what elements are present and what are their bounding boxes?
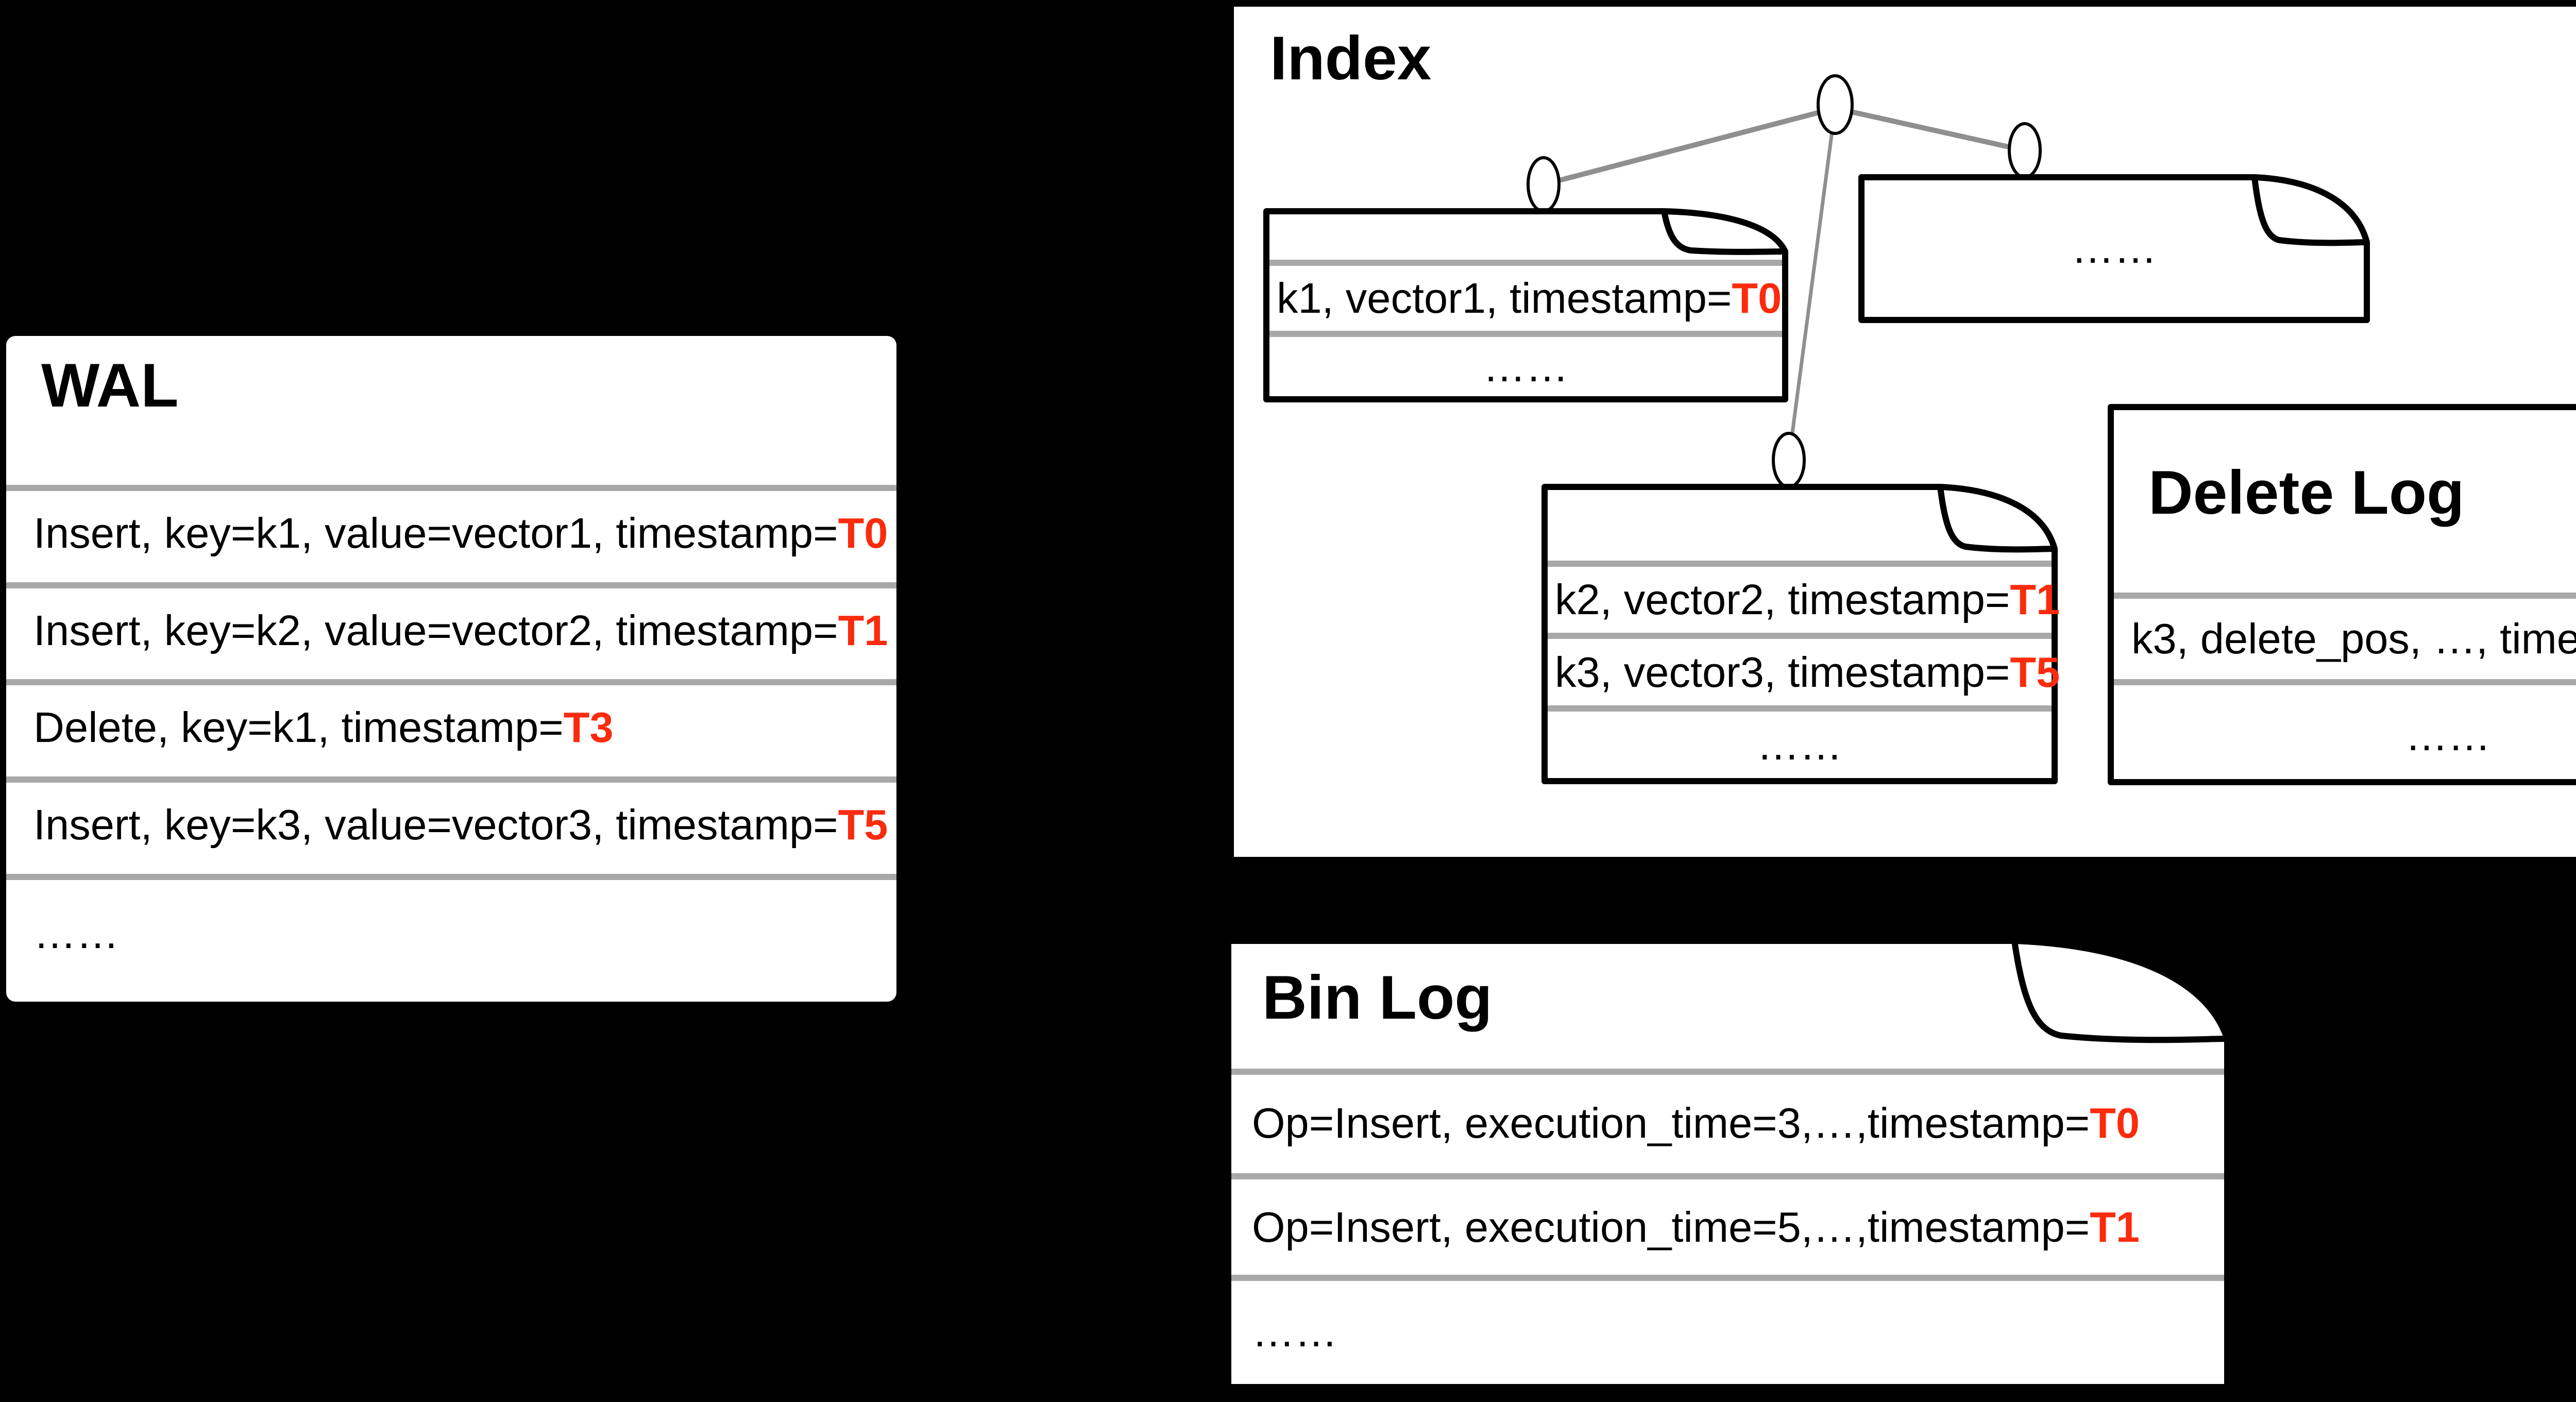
- tree-edge: [1543, 106, 1836, 187]
- row-separator: [1231, 1173, 2224, 1179]
- tree-root-node: [1817, 74, 1854, 135]
- delete-log-title: Delete Log: [2148, 458, 2465, 527]
- tree-edge: [1834, 106, 2026, 153]
- segment-row-text: ……: [2071, 224, 2157, 272]
- wal-row-text: ……: [33, 909, 119, 957]
- bin-log-title: Bin Log: [1262, 963, 1493, 1032]
- segment-ellipsis-row: ……: [1545, 714, 2055, 776]
- segment-row-text: k3, vector3, timestamp=: [1555, 648, 2010, 696]
- row-separator: [1548, 561, 2052, 567]
- timestamp-value: T5: [2010, 648, 2060, 696]
- delete-log-row: k3, delete_pos, …, timestamp=T3: [2131, 608, 2576, 670]
- row-separator: [6, 776, 896, 783]
- timestamp-value: T0: [1732, 274, 1782, 322]
- segment-row-text: k2, vector2, timestamp=: [1555, 576, 2010, 623]
- wal-row-text: Insert, key=k1, value=vector1, timestamp…: [33, 509, 838, 557]
- page-curl-icon: [1661, 208, 1788, 255]
- segment-ellipsis-row: ……: [1861, 217, 2367, 279]
- timestamp-value: T1: [838, 606, 888, 654]
- page-curl-icon: [2011, 938, 2230, 1043]
- wal-row: Insert, key=k2, value=vector2, timestamp…: [33, 600, 888, 662]
- tree-edge: [1787, 108, 1837, 461]
- row-separator: [1548, 633, 2052, 639]
- timestamp-value: T0: [838, 509, 888, 557]
- timestamp-value: T3: [563, 703, 614, 751]
- tree-node: [1527, 156, 1561, 213]
- row-separator: [6, 582, 896, 588]
- row-separator: [6, 874, 896, 880]
- tree-node: [1772, 432, 1806, 488]
- row-separator: [1269, 260, 1782, 266]
- tree-node: [2008, 122, 2042, 179]
- row-separator: [1269, 331, 1782, 337]
- row-separator: [1231, 1069, 2224, 1075]
- row-separator: [1548, 705, 2052, 712]
- row-separator: [2114, 679, 2576, 685]
- segment-row-text: ……: [1483, 343, 1569, 391]
- wal-row: Insert, key=k1, value=vector1, timestamp…: [33, 502, 888, 564]
- row-separator: [2114, 593, 2576, 599]
- wal-row-text: Insert, key=k2, value=vector2, timestamp…: [33, 606, 838, 654]
- row-separator: [1231, 1275, 2224, 1281]
- page-curl-icon: [1937, 484, 2058, 553]
- wal-row: Delete, key=k1, timestamp=T3: [33, 697, 878, 758]
- page-curl-icon: [2251, 174, 2370, 246]
- bin-log-row: Op=Insert, execution_time=3,…,timestamp=…: [1252, 1092, 2215, 1154]
- wal-title: WAL: [41, 351, 179, 420]
- timestamp-value: T1: [2010, 576, 2060, 623]
- index-title: Index: [1270, 24, 1432, 93]
- wal-ellipsis-row: ……: [33, 903, 878, 965]
- segment-ellipsis-row: ……: [1266, 336, 1785, 398]
- bin-log-ellipsis-row: ……: [1252, 1301, 2215, 1363]
- timestamp-value: T5: [838, 801, 888, 849]
- wal-row-text: Insert, key=k3, value=vector3, timestamp…: [33, 801, 838, 849]
- segment-row: k1, vector1, timestamp=T0: [1277, 267, 1782, 329]
- wal-row: Insert, key=k3, value=vector3, timestamp…: [33, 794, 888, 856]
- segment-row-text: ……: [1757, 721, 1842, 769]
- wal-panel: [6, 336, 896, 1002]
- bin-log-row-text: ……: [1252, 1308, 1337, 1356]
- timestamp-value: T1: [2090, 1203, 2140, 1251]
- segment-row: k2, vector2, timestamp=T1: [1555, 569, 2060, 631]
- bin-log-row: Op=Insert, execution_time=5,…,timestamp=…: [1252, 1196, 2215, 1258]
- delete-log-row-text: ……: [2405, 712, 2491, 759]
- segment-row: k3, vector3, timestamp=T5: [1555, 641, 2060, 703]
- delete-log-ellipsis-row: ……: [2111, 705, 2576, 767]
- segment-row-text: k1, vector1, timestamp=: [1277, 274, 1732, 322]
- delete-log-row-text: k3, delete_pos, …, timestamp=: [2131, 615, 2576, 663]
- bin-log-row-text: Op=Insert, execution_time=5,…,timestamp=: [1252, 1203, 2090, 1251]
- wal-row-text: Delete, key=k1, timestamp=: [33, 703, 564, 751]
- row-separator: [6, 485, 896, 491]
- timestamp-value: T0: [2090, 1099, 2140, 1147]
- bin-log-row-text: Op=Insert, execution_time=3,…,timestamp=: [1252, 1099, 2090, 1147]
- row-separator: [6, 679, 896, 685]
